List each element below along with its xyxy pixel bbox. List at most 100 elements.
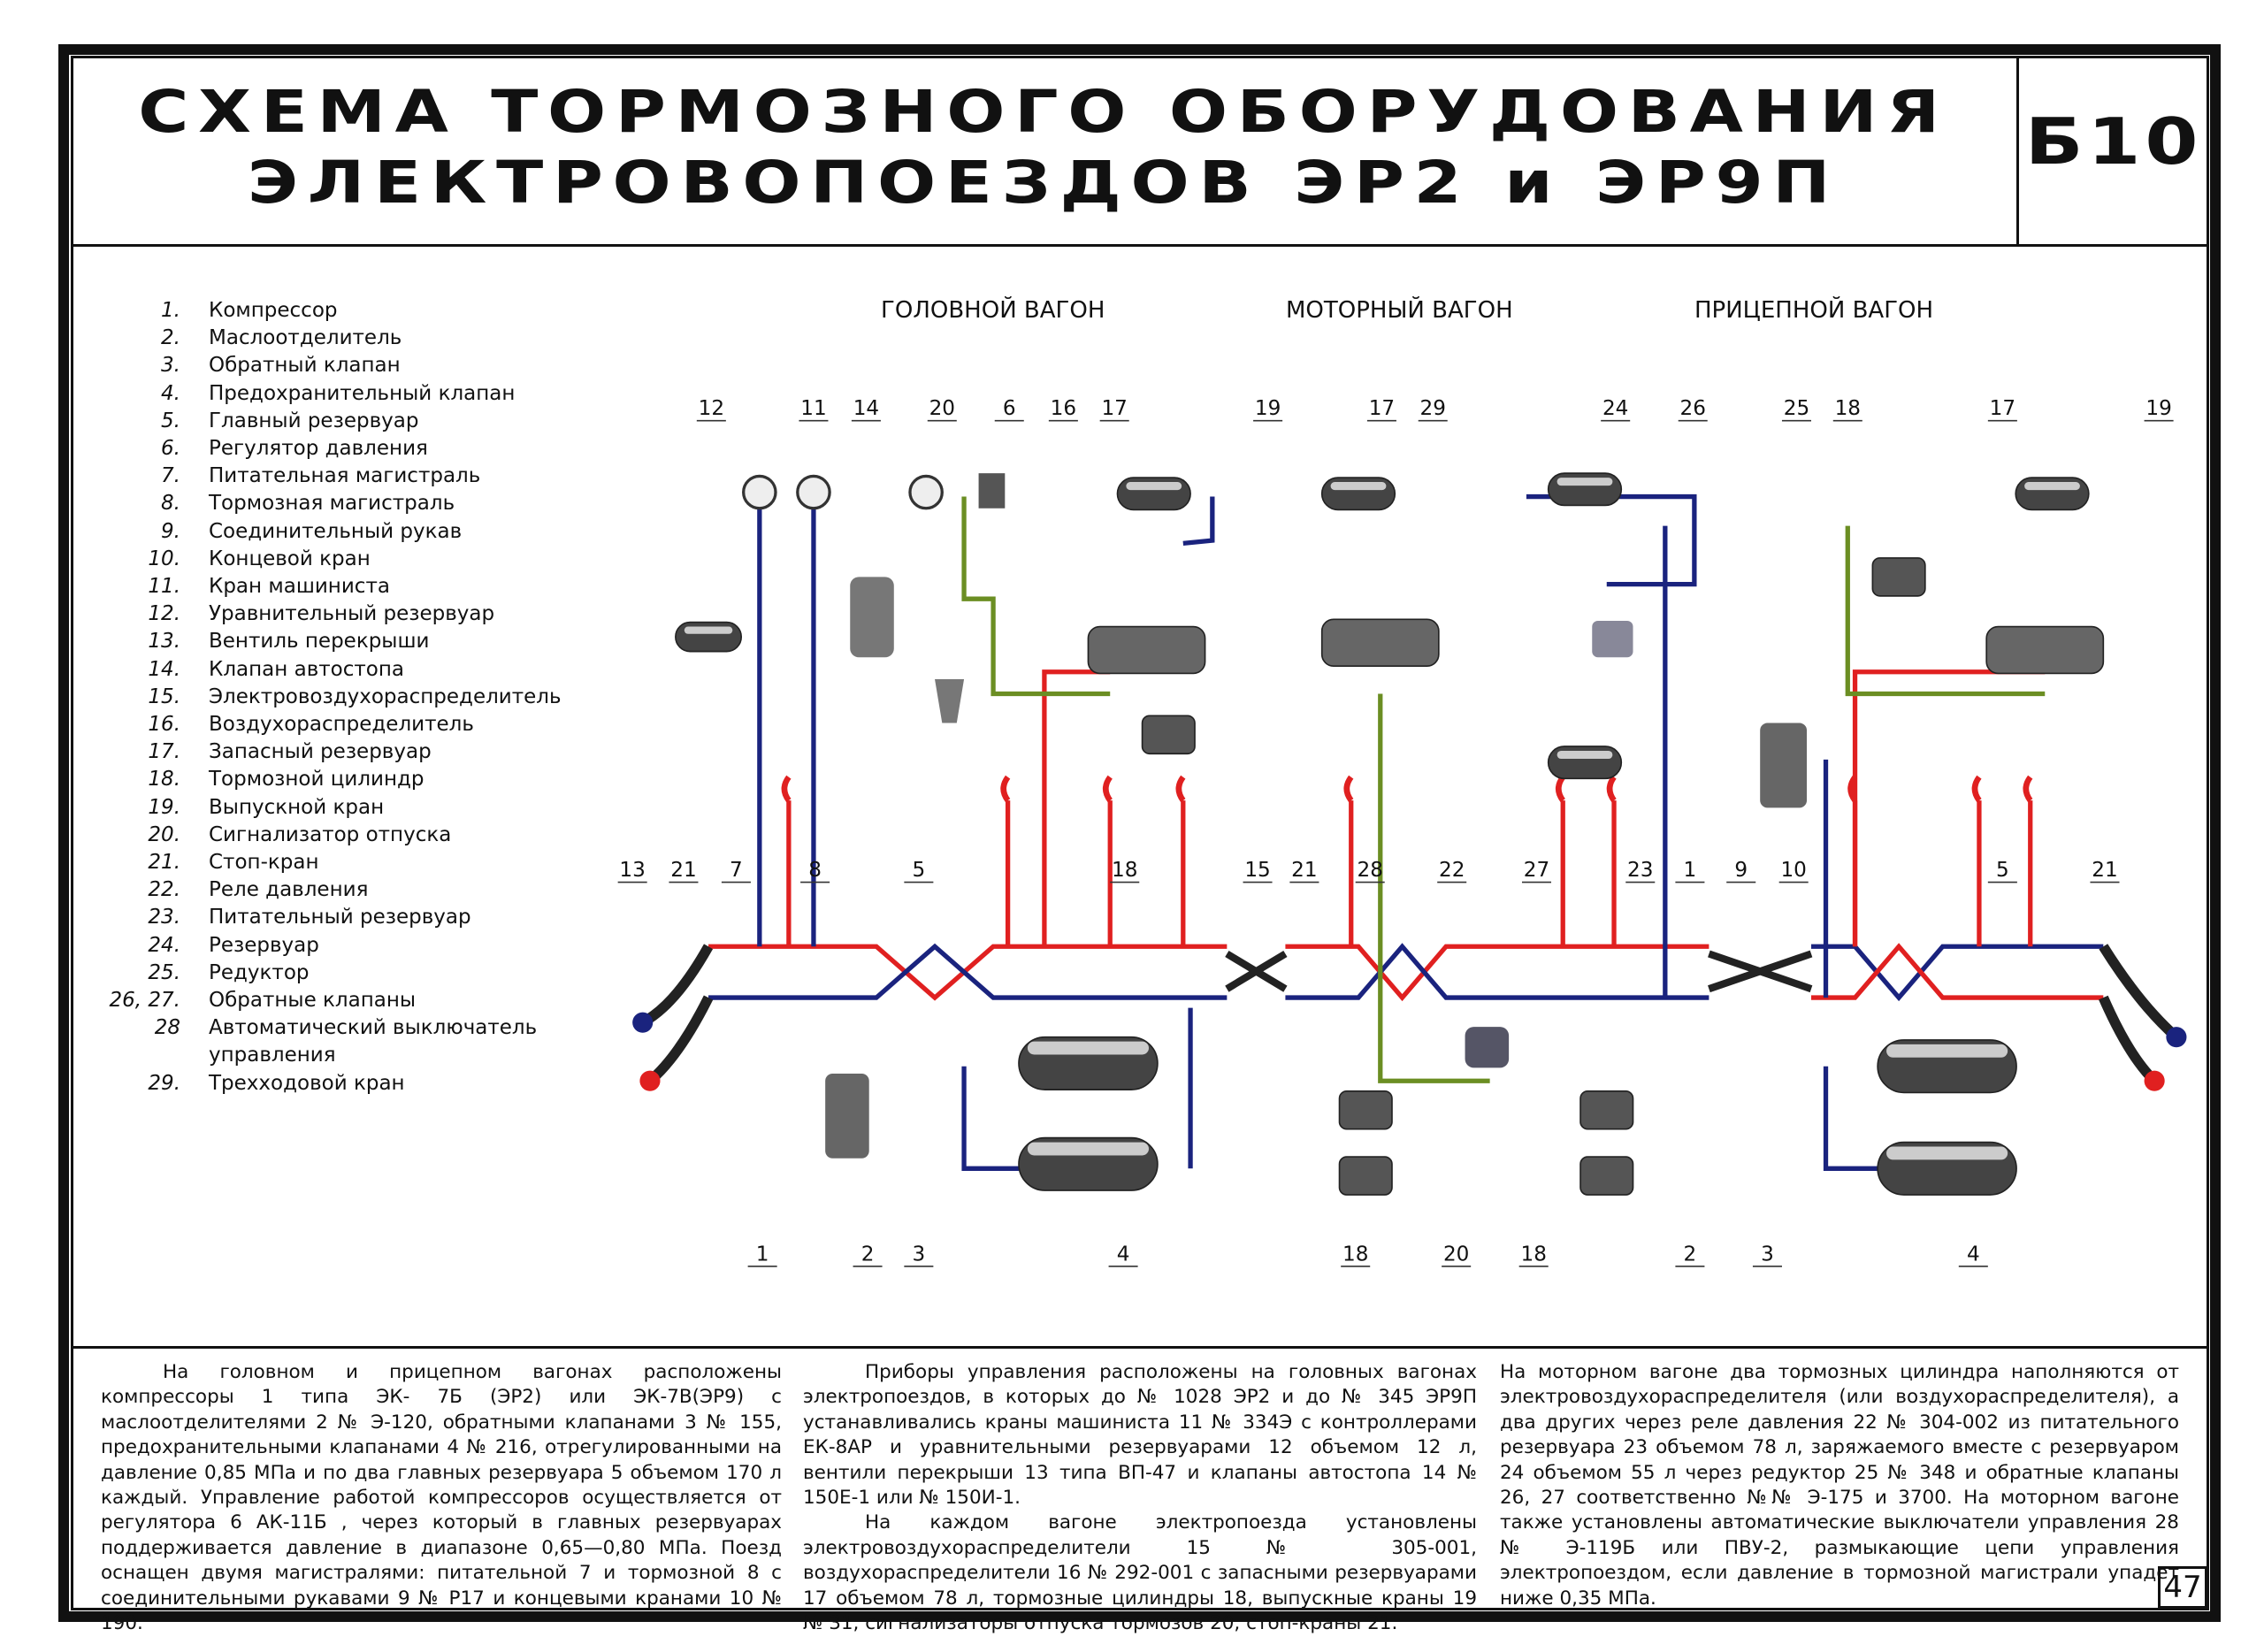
legend-item: 7. Питательная магистраль <box>106 463 580 490</box>
legend-item: 22. Реле давления <box>106 876 580 904</box>
legend-number: 23. <box>148 906 180 929</box>
legend-text: Редуктор <box>209 960 310 984</box>
legend-number: 9. <box>161 519 180 543</box>
legend-text: Стоп-кран <box>209 851 319 875</box>
legend-item: 16. Воздухораспределитель <box>106 711 580 738</box>
outer-frame <box>58 44 2221 1622</box>
legend-item: 25. Редуктор <box>106 960 580 987</box>
page-title-line2: ЭЛЕКТРОВОПОЕЗДОВ ЭР2 и ЭР9П <box>247 149 1840 217</box>
description-column-2: Приборы управления расположены на головн… <box>803 1360 1477 1636</box>
legend-item: 12. Уравнительный резервуар <box>106 600 580 628</box>
paragraph: На моторном вагоне два тормозных цилиндр… <box>1500 1361 2179 1610</box>
legend-item: 3. Обратный клапан <box>106 352 580 379</box>
legend-item: 28 Автоматический выключатель управления <box>106 1014 580 1069</box>
legend-number: 13. <box>148 630 180 654</box>
legend-number: 20. <box>148 822 180 846</box>
title-bar <box>71 56 2209 247</box>
legend-text: Предохранительный клапан <box>209 381 516 405</box>
legend-item: 8. Тормозная магистраль <box>106 490 580 517</box>
legend-number: 5. <box>161 409 180 432</box>
heading-motor-car: МОТОРНЫЙ ВАГОН <box>1286 297 1513 324</box>
legend-number: 16. <box>148 713 180 737</box>
legend-item: 4. Предохранительный клапан <box>106 380 580 408</box>
legend-text: Трехходовой кран <box>209 1071 405 1095</box>
legend-item: 6. Регулятор давления <box>106 435 580 463</box>
legend-number: 12. <box>148 602 180 626</box>
legend-text: Компрессор <box>209 299 338 322</box>
legend-item: 1.Компрессор <box>106 297 580 325</box>
legend-item: 26, 27. Обратные клапаны <box>106 987 580 1014</box>
legend-number: 3. <box>161 354 180 378</box>
legend-item: 17. Запасный резервуар <box>106 738 580 766</box>
legend-text: Клапан автостопа <box>209 657 404 681</box>
legend-text: Автоматический выключатель управления <box>209 1016 538 1067</box>
legend-number: 25. <box>148 960 180 984</box>
legend-number: 15. <box>148 685 180 708</box>
legend-text: Маслоотделитель <box>209 326 402 350</box>
legend-item: 18. Тормозной цилиндр <box>106 766 580 793</box>
legend-text: Регулятор давления <box>209 437 428 461</box>
paragraph: На головном и прицепном вагонах располож… <box>101 1361 782 1635</box>
legend-text: Соединительный рукав <box>209 519 463 543</box>
legend-item: 23. Питательный резервуар <box>106 904 580 931</box>
paragraph: Приборы управления расположены на головн… <box>803 1361 1477 1510</box>
legend-number: 22. <box>148 878 180 902</box>
legend-text: Сигнализатор отпуска <box>209 822 452 846</box>
legend-item: 5. Главный резервуар <box>106 408 580 435</box>
legend-text: Обратный клапан <box>209 354 401 378</box>
sheet-code: Б10 <box>2024 104 2203 179</box>
legend-number: 4. <box>161 381 180 405</box>
legend-item: 21. Стоп-кран <box>106 849 580 876</box>
legend-text: Питательная магистраль <box>209 464 481 488</box>
legend-number: 19. <box>148 795 180 819</box>
legend-text: Реле давления <box>209 878 369 902</box>
legend-number: 29. <box>148 1071 180 1095</box>
legend-number: 11. <box>148 575 180 599</box>
legend-item: 2. Маслоотделитель <box>106 325 580 352</box>
legend-item: 19. Выпускной кран <box>106 794 580 822</box>
heading-trailer-car: ПРИЦЕПНОЙ ВАГОН <box>1694 297 1934 324</box>
legend-item: 14. Клапан автостопа <box>106 656 580 684</box>
legend-number: 26, 27. <box>109 989 180 1013</box>
legend-number: 7. <box>161 464 180 488</box>
legend-number: 24. <box>148 933 180 957</box>
legend-item: 24. Резервуар <box>106 932 580 960</box>
text-divider <box>71 1346 2209 1349</box>
legend-text: Обратные клапаны <box>209 989 417 1013</box>
legend-number: 28 <box>154 1016 180 1040</box>
legend-text: Главный резервуар <box>209 409 419 432</box>
legend-text: Вентиль перекрыши <box>209 630 430 654</box>
legend-item: 15.Электровоздухораспределитель <box>106 684 580 711</box>
legend-number: 14. <box>148 657 180 681</box>
legend-number: 8. <box>161 492 180 516</box>
legend-text: Питательный резервуар <box>209 906 471 929</box>
heading-head-car: ГОЛОВНОЙ ВАГОН <box>881 297 1105 324</box>
legend-text: Воздухораспределитель <box>209 713 474 737</box>
legend-text: Уравнительный резервуар <box>209 602 495 626</box>
legend-text: Тормозная магистраль <box>209 492 455 516</box>
legend-item: 13. Вентиль перекрыши <box>106 628 580 655</box>
legend-number: 6. <box>161 437 180 461</box>
inner-frame <box>71 56 2209 1610</box>
legend-number: 18. <box>148 768 180 792</box>
legend-text: Тормозной цилиндр <box>209 768 424 792</box>
legend-number: 10. <box>148 547 180 570</box>
legend-item: 20. Сигнализатор отпуска <box>106 822 580 849</box>
title-divider <box>2016 56 2019 247</box>
legend-number: 17. <box>148 740 180 764</box>
legend-text: Резервуар <box>209 933 319 957</box>
legend-text: Концевой кран <box>209 547 371 570</box>
legend-text: Выпускной кран <box>209 795 385 819</box>
paragraph: На каждом вагоне электропоезда установле… <box>803 1511 1477 1635</box>
legend-item: 11.Кран машиниста <box>106 573 580 600</box>
legend-item: 9. Соединительный рукав <box>106 518 580 546</box>
legend-item: 10. Концевой кран <box>106 546 580 573</box>
legend-item: 29. Трехходовой кран <box>106 1070 580 1098</box>
legend-number: 21. <box>148 851 180 875</box>
description-column-1: На головном и прицепном вагонах располож… <box>101 1360 782 1636</box>
page-title-line1: СХЕМА ТОРМОЗНОГО ОБОРУДОВАНИЯ <box>138 78 1949 146</box>
description-column-3: На моторном вагоне два тормозных цилиндр… <box>1500 1360 2179 1611</box>
legend-text: Запасный резервуар <box>209 740 432 764</box>
legend-number: 2. <box>161 326 180 350</box>
